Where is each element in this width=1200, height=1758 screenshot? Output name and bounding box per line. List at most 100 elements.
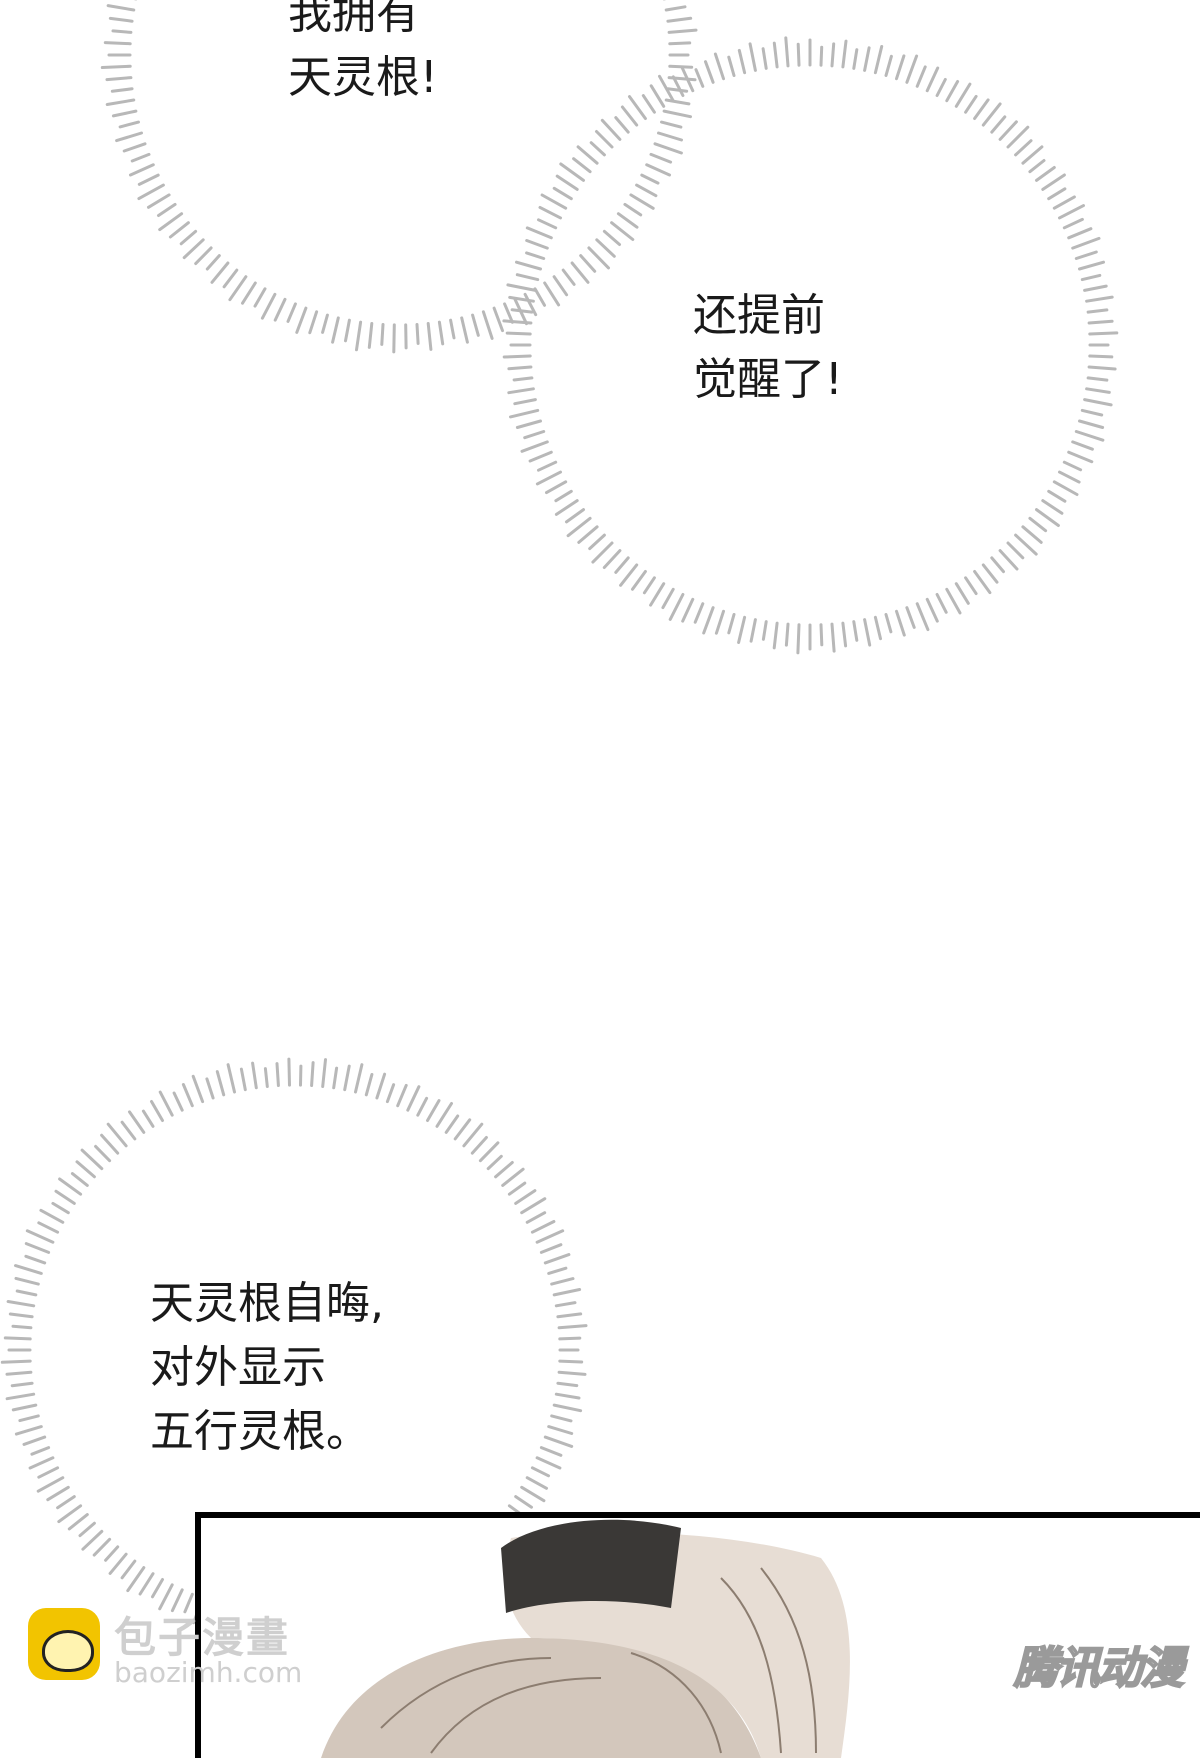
burst-spike bbox=[527, 1478, 546, 1489]
burst-spike bbox=[312, 1063, 314, 1086]
burst-spike bbox=[1023, 147, 1042, 163]
burst-spike bbox=[39, 1223, 58, 1232]
burst-spike bbox=[956, 84, 970, 106]
burst-spike bbox=[540, 207, 561, 218]
burst-spike bbox=[108, 1124, 126, 1146]
burst-spike bbox=[131, 165, 154, 175]
burst-spike bbox=[464, 1124, 482, 1146]
burst-spike bbox=[480, 1143, 498, 1161]
burst-spike bbox=[7, 1394, 34, 1399]
burst-spike bbox=[357, 322, 361, 350]
burst-spike bbox=[907, 56, 917, 82]
burst-spike bbox=[117, 133, 142, 141]
burst-spike bbox=[230, 277, 246, 300]
burst-spike bbox=[1089, 367, 1115, 369]
burst-spike bbox=[560, 1361, 582, 1362]
burst-spike bbox=[488, 1156, 501, 1168]
burst-spike bbox=[1000, 551, 1017, 569]
burst-spike bbox=[751, 620, 755, 642]
burst-spike bbox=[1085, 286, 1107, 290]
burst-spike bbox=[527, 253, 544, 259]
burst-spike bbox=[106, 1547, 118, 1560]
burst-spike bbox=[113, 31, 131, 33]
burst-spike bbox=[786, 38, 788, 66]
burst-spike bbox=[602, 120, 620, 139]
burst-spike bbox=[1030, 161, 1044, 172]
burst-spike bbox=[184, 240, 203, 258]
burst-spike bbox=[333, 318, 339, 342]
burst-spike bbox=[310, 312, 317, 333]
burst-spike bbox=[1088, 378, 1107, 380]
burst-spike bbox=[622, 107, 636, 125]
burst-spike bbox=[572, 263, 588, 282]
burst-spike bbox=[1087, 297, 1113, 301]
burst-spike bbox=[558, 1314, 581, 1317]
burst-spike bbox=[382, 325, 383, 345]
burst-spike bbox=[549, 1427, 572, 1434]
burst-spike bbox=[567, 510, 584, 522]
burst-spike bbox=[560, 1338, 580, 1339]
burst-spike bbox=[152, 1102, 163, 1121]
burst-spike bbox=[394, 325, 395, 352]
burst-spike bbox=[597, 240, 615, 256]
burst-spike bbox=[843, 623, 846, 646]
burst-spike bbox=[212, 263, 228, 282]
burst-spike bbox=[428, 1101, 440, 1121]
burst-spike bbox=[556, 1303, 575, 1306]
burst-spike bbox=[1080, 421, 1103, 428]
burst-spike bbox=[1064, 462, 1080, 470]
burst-spike bbox=[483, 312, 492, 339]
burst-spike bbox=[865, 48, 870, 71]
burst-spike bbox=[642, 175, 658, 183]
burst-spike bbox=[107, 100, 134, 105]
burst-spike bbox=[451, 320, 454, 338]
burst-spike bbox=[59, 1506, 81, 1522]
burst-spike bbox=[537, 1231, 563, 1242]
burst-spike bbox=[763, 622, 766, 640]
burst-spike bbox=[1060, 472, 1080, 482]
burst-spike bbox=[32, 1448, 49, 1455]
burst-spike bbox=[1037, 510, 1059, 526]
burst-spike bbox=[345, 1066, 350, 1090]
burst-spike bbox=[110, 18, 132, 21]
burst-spike bbox=[542, 195, 566, 208]
burst-spike bbox=[473, 315, 479, 335]
burst-spike bbox=[966, 578, 977, 594]
bubble-line: 觉醒了! bbox=[693, 348, 843, 412]
burst-spike bbox=[160, 1092, 172, 1115]
burst-spike bbox=[604, 551, 620, 568]
burst-spike bbox=[516, 1191, 535, 1204]
burst-spike bbox=[992, 117, 1005, 132]
burst-spike bbox=[763, 49, 766, 69]
burst-spike bbox=[504, 356, 530, 357]
burst-spike bbox=[537, 472, 560, 484]
burst-spike bbox=[659, 133, 682, 140]
burst-spike bbox=[39, 1468, 58, 1477]
burst-spike bbox=[2, 1361, 30, 1362]
burst-spike bbox=[644, 578, 654, 593]
burst-spike bbox=[124, 144, 145, 151]
burst-spike bbox=[716, 611, 723, 633]
burst-spike bbox=[1060, 206, 1084, 218]
burst-spike bbox=[26, 1256, 45, 1263]
burst-spike bbox=[527, 1213, 545, 1223]
burst-spike bbox=[591, 143, 604, 155]
burst-spike bbox=[706, 62, 714, 83]
burst-spike bbox=[517, 262, 541, 269]
burst-spike bbox=[663, 589, 673, 607]
burst-spike bbox=[13, 1405, 36, 1410]
burst-spike bbox=[16, 1427, 41, 1435]
burst-spike bbox=[174, 1093, 182, 1110]
burst-spike bbox=[509, 389, 534, 393]
burst-spike bbox=[625, 204, 641, 215]
bubble-line: 对外显示 bbox=[150, 1336, 384, 1400]
burst-spike bbox=[668, 89, 687, 91]
burst-spike bbox=[139, 175, 158, 184]
burst-spike bbox=[666, 100, 689, 104]
burst-spike bbox=[12, 1383, 32, 1386]
burst-spike bbox=[1008, 543, 1023, 558]
burst-spike bbox=[7, 1372, 31, 1374]
burst-spike bbox=[334, 1068, 337, 1088]
burst-spike bbox=[532, 1222, 554, 1233]
burst-spike bbox=[207, 1079, 213, 1098]
